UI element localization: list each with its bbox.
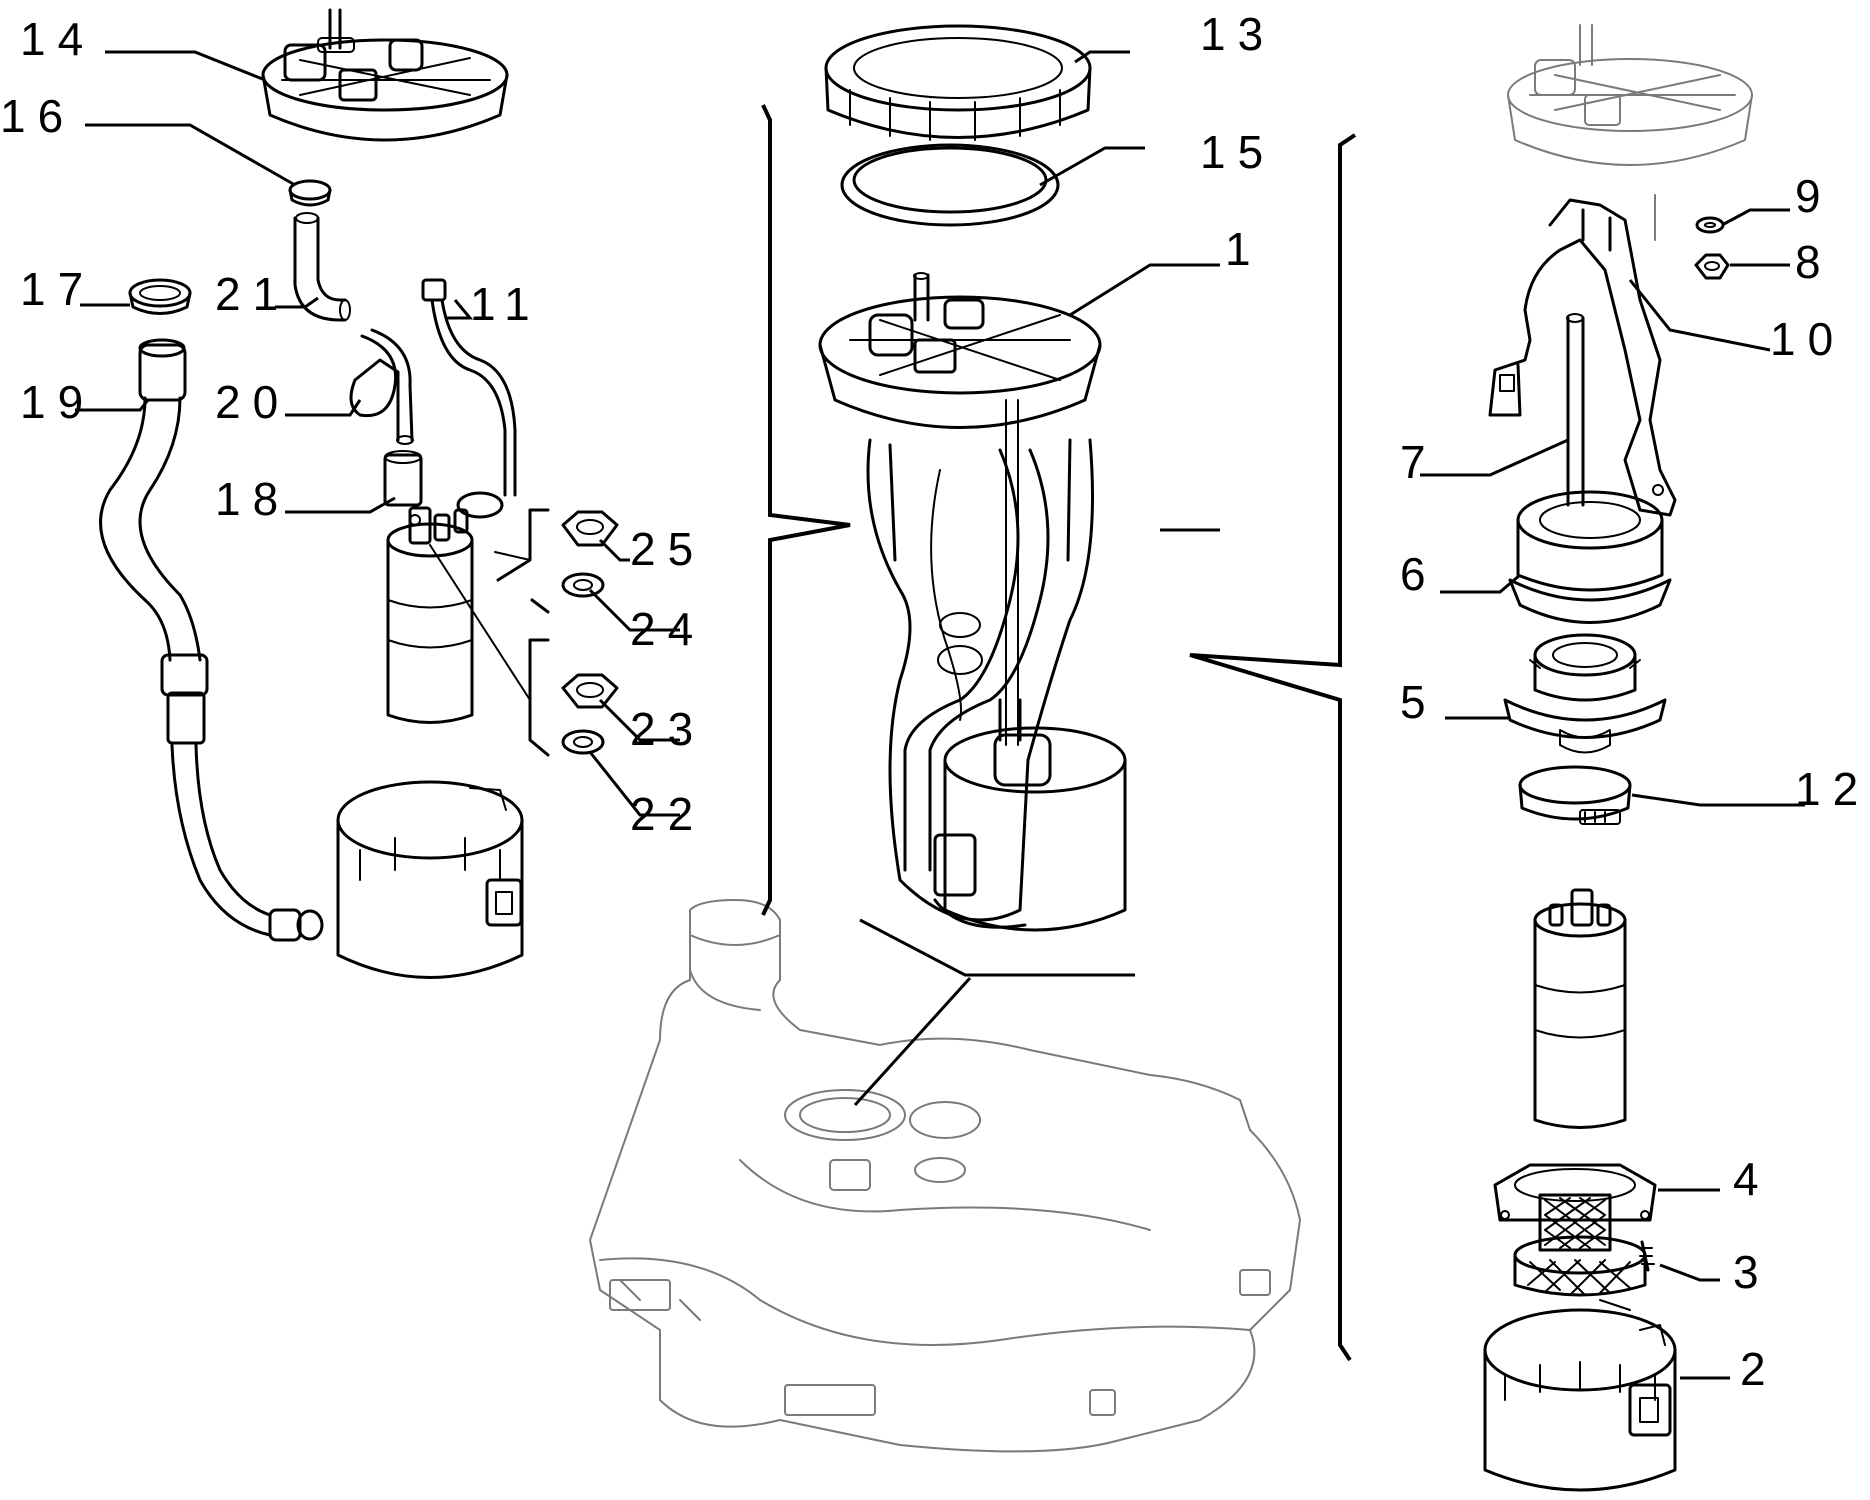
leader-tank-arrow	[853, 976, 972, 1107]
label-15: 15	[1200, 126, 1275, 178]
label-22: 22	[630, 788, 705, 840]
label-10: 10	[1770, 313, 1845, 365]
part-nut-25	[561, 510, 619, 547]
part-gasket-15	[840, 143, 1060, 227]
part-pump-motor-left	[386, 506, 474, 724]
label-9: 9	[1795, 170, 1833, 222]
leader-tank-inlet	[859, 918, 1135, 977]
part-pump-cover-ghost	[1507, 24, 1753, 241]
label-14: 14	[20, 13, 95, 65]
label-12: 12	[1795, 763, 1870, 815]
label-18: 18	[215, 473, 290, 525]
part-wire-11	[421, 278, 517, 519]
label-20: 20	[215, 376, 290, 428]
label-25: 25	[630, 523, 705, 575]
label-24: 24	[630, 603, 705, 655]
part-washer-22	[561, 729, 605, 755]
part-fuel-tank	[589, 899, 1301, 1453]
part-short-hose	[293, 212, 351, 322]
label-2: 2	[1740, 1343, 1778, 1395]
label-11: 11	[470, 278, 542, 330]
part-small-hose-clamp	[288, 179, 332, 207]
part-band-clamp-12	[1518, 765, 1632, 825]
bracket-upper-left-tail	[530, 598, 550, 614]
part-filter-mesh-3	[1513, 1235, 1655, 1297]
label-5: 5	[1400, 676, 1438, 728]
part-ring-housing-6	[1508, 490, 1672, 624]
leader-lines	[75, 50, 1805, 1380]
part-pump-motor-right	[1533, 888, 1627, 1129]
label-19: 19	[20, 376, 95, 428]
part-pump-cover-left	[261, 8, 509, 142]
label-8: 8	[1795, 236, 1833, 288]
label-1: 1	[1225, 223, 1263, 275]
part-sleeve-18	[383, 450, 423, 507]
bracket-lower-left	[528, 638, 550, 757]
part-mounting-bracket-10	[1488, 198, 1677, 517]
label-3: 3	[1733, 1246, 1771, 1298]
part-rod-7	[1566, 313, 1585, 507]
label-7: 7	[1400, 436, 1438, 488]
label-21: 21	[215, 268, 290, 320]
part-washer-24	[561, 572, 605, 598]
part-fuel-line-19	[99, 338, 324, 942]
part-nut-23	[561, 673, 619, 709]
part-washer-9	[1695, 216, 1725, 234]
pointer-line-motor	[429, 544, 531, 701]
part-filter-4	[1493, 1163, 1657, 1252]
label-6: 6	[1400, 548, 1438, 600]
label-4: 4	[1733, 1153, 1771, 1205]
part-filter-cup-2	[1483, 1299, 1677, 1492]
label-17: 17	[20, 263, 95, 315]
part-number-labels: 13 15 1 14 16 17 21 11 19 20 18 25 24 23…	[0, 8, 1870, 1395]
part-filter-cup-left	[336, 780, 524, 979]
label-23: 23	[630, 703, 705, 755]
pointer-line-ring	[494, 551, 531, 561]
part-pump-assembly-1	[818, 272, 1127, 932]
bracket-upper-left	[496, 508, 550, 582]
part-ring-nut-13	[824, 24, 1092, 141]
part-flange-5	[1503, 633, 1667, 754]
label-13: 13	[1200, 8, 1275, 60]
label-16: 16	[0, 90, 75, 142]
bracket-center-left	[761, 104, 851, 916]
part-nut-8	[1694, 253, 1730, 280]
part-curled-hose	[349, 328, 414, 445]
part-hose-clamp-17	[128, 278, 192, 315]
bracket-center-right	[1189, 133, 1357, 1362]
